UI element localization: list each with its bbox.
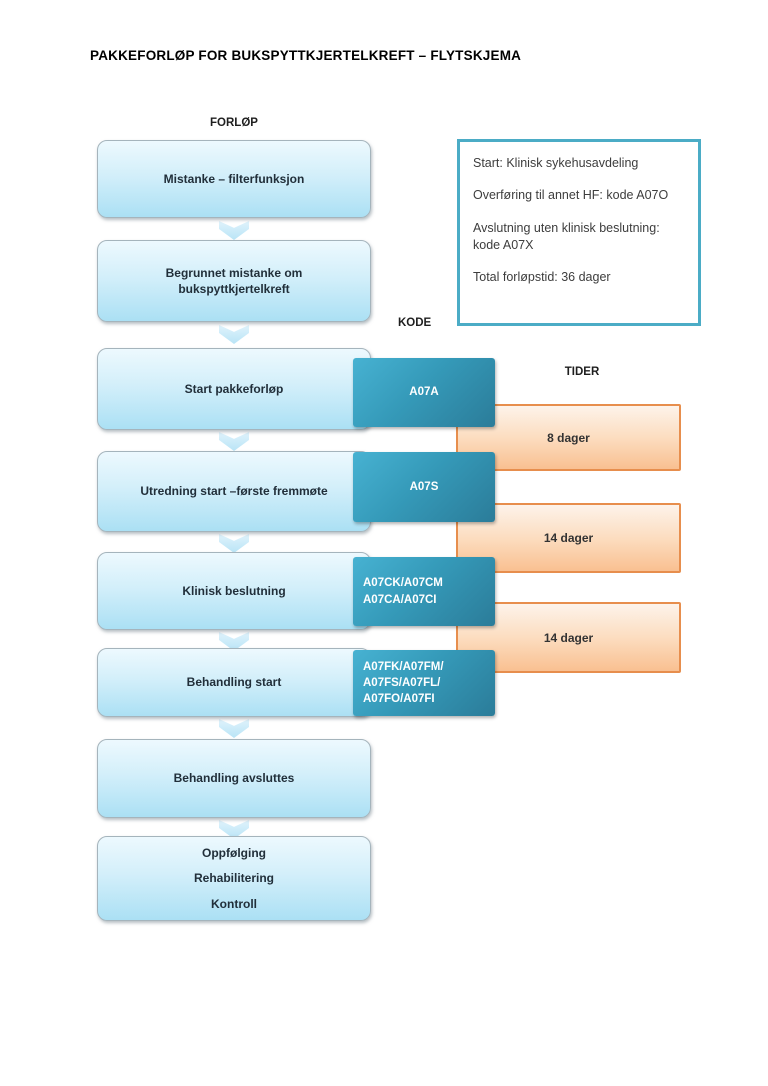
page-title: PAKKEFORLØP FOR BUKSPYTTKJERTELKREFT – F… [90,48,522,63]
down-arrow-icon [219,719,249,738]
flow-step-start-pakkeforlop: Start pakkeforløp [97,348,371,430]
column-label-forlop: FORLØP [210,117,258,129]
flow-step-label: Start pakkeforløp [184,381,284,396]
flow-step-label: Klinisk beslutning [182,583,286,598]
time-label: 14 dager [543,630,594,645]
flow-step-behandling-avsluttes: Behandling avsluttes [97,739,371,818]
code-label: A07S [409,480,439,493]
flow-step-label: Behandling start [186,675,282,690]
flow-step-begrunnet-mistanke: Begrunnet mistanke om bukspyttkjertelkre… [97,240,371,322]
flow-step-label: Mistanke – filterfunksjon [163,171,305,186]
code-box-a07a: A07A [353,358,495,427]
info-text: kode A07X [473,237,534,252]
time-label: 14 dager [543,531,594,545]
code-box-klinisk-beslutning-koder: A07CK/A07CM A07CA/A07CI [353,557,495,626]
code-label: A07FK/A07FM/ [363,660,444,673]
code-label: A07A [409,386,439,399]
flow-step-label: Oppfølging [202,846,266,861]
flow-step-utredning-start: Utredning start –første fremmøte [97,451,371,532]
code-box-a07s: A07S [353,452,495,522]
flow-step-behandling-start: Behandling start [97,648,371,717]
info-line-avslutning: Avslutning uten klinisk beslutning: kode… [473,220,686,255]
flow-step-mistanke: Mistanke – filterfunksjon [97,140,371,218]
info-line-total: Total forløpstid: 36 dager [473,269,686,286]
column-label-tider: TIDER [564,366,600,378]
flow-step-label: Behandling avsluttes [173,771,295,786]
info-text: Avslutning uten klinisk beslutning: [473,220,660,235]
info-text: Start: Klinisk sykehusavdeling [473,156,639,170]
flow-step-klinisk-beslutning: Klinisk beslutning [97,552,371,630]
flow-step-label: Begrunnet mistanke om [165,265,303,280]
info-text: Overføring til annet HF: kode A07O [473,188,669,203]
info-line-start: Start: Klinisk sykehusavdeling [473,155,686,172]
flow-step-oppfolging: Oppfølging Rehabilitering Kontroll [97,836,371,921]
code-label: A07CK/A07CM [363,577,443,590]
flow-step-label: Rehabilitering [193,871,274,886]
info-box: Start: Klinisk sykehusavdeling Overførin… [457,139,701,326]
time-label: 8 dager [547,430,590,445]
code-label: A07FS/A07FL/ [363,676,441,689]
down-arrow-icon [219,325,249,344]
column-label-kode: KODE [398,317,432,329]
code-label: A07CA/A07CI [363,593,437,606]
info-line-overforing: Overføring til annet HF: kode A07O [473,187,686,204]
code-label: A07FO/A07FI [363,693,435,706]
down-arrow-icon [219,534,249,553]
flow-step-label: Utredning start –første fremmøte [140,484,328,499]
code-box-behandling-koder: A07FK/A07FM/ A07FS/A07FL/ A07FO/A07FI [353,650,495,716]
flow-step-label: Kontroll [211,896,257,911]
down-arrow-icon [219,221,249,240]
flow-step-label: bukspyttkjertelkreft [178,282,290,296]
down-arrow-icon [219,432,249,451]
info-text: Total forløpstid: 36 dager [473,270,611,284]
